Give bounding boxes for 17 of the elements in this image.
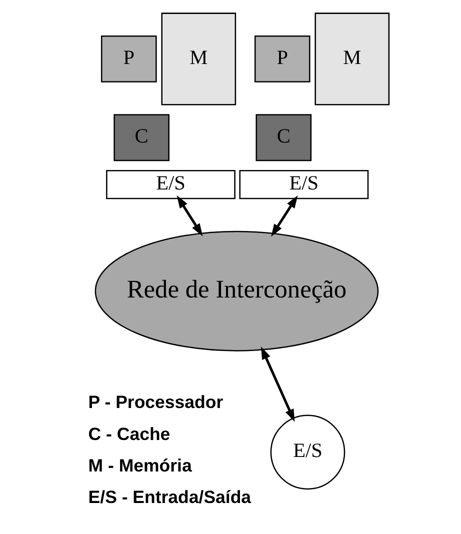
label: C - Cache xyxy=(88,424,170,444)
node-box: C xyxy=(113,114,169,162)
node-box: E/S xyxy=(238,170,368,200)
node-box: E/S xyxy=(106,170,235,200)
node-box: P xyxy=(100,36,156,82)
arrow xyxy=(270,195,298,237)
label: E/S - Entrada/Saída xyxy=(88,487,251,508)
label: P - Processador xyxy=(88,392,223,412)
label: M - Memória xyxy=(88,455,192,476)
node-box: M xyxy=(160,12,236,106)
node-ellipse: Rede de Interconeção xyxy=(94,230,378,352)
node-box: C xyxy=(255,114,312,162)
node-circle: E/S xyxy=(270,414,345,490)
arrow xyxy=(260,346,294,422)
node-box: P xyxy=(254,36,310,82)
node-box: M xyxy=(314,12,390,106)
arrow xyxy=(176,195,202,236)
